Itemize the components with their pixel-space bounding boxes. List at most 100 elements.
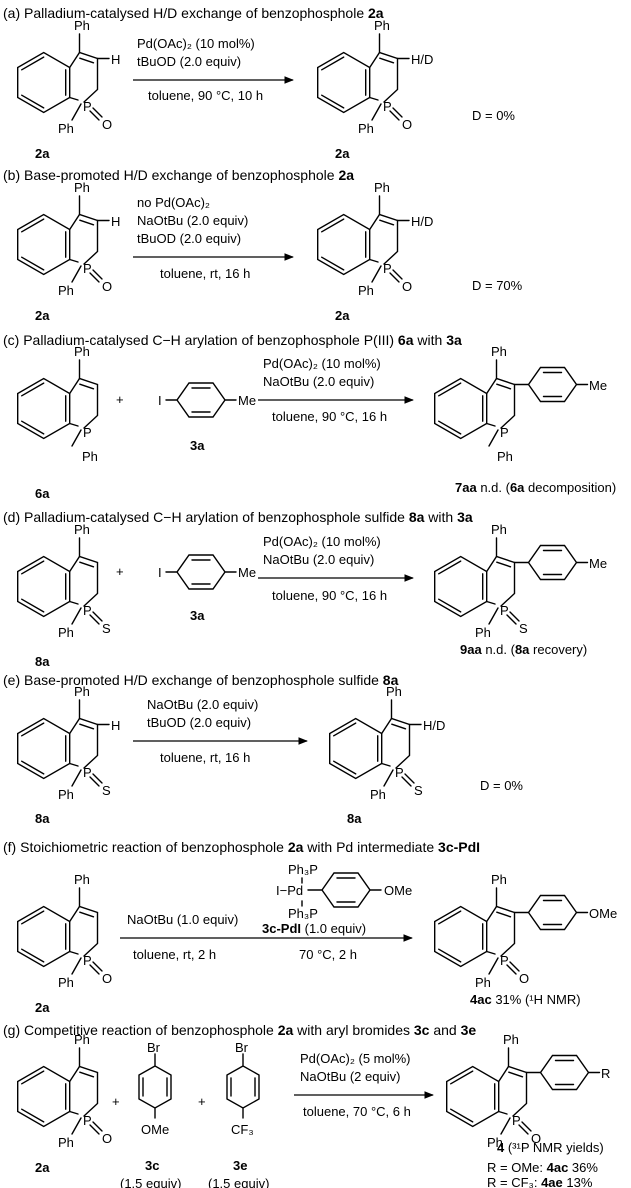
panel-d-product: Ph P S Ph Me bbox=[434, 522, 607, 640]
svg-text:R: R bbox=[601, 1066, 610, 1081]
panel-c-cond-1: Pd(OAc)₂ (10 mol%) bbox=[263, 356, 381, 371]
panel-a-cond-1: Pd(OAc)₂ (10 mol%) bbox=[137, 36, 255, 51]
svg-text:O: O bbox=[102, 971, 112, 986]
svg-text:2a: 2a bbox=[35, 1160, 50, 1175]
panel-f-step2-top: 3c-PdI (1.0 equiv) bbox=[262, 921, 366, 936]
svg-text:O: O bbox=[402, 279, 412, 294]
panel-a-cond-bottom: toluene, 90 °C, 10 h bbox=[148, 88, 263, 103]
svg-text:Ph: Ph bbox=[475, 625, 491, 640]
svg-text:Ph: Ph bbox=[58, 975, 74, 990]
svg-text:(1.5 equiv): (1.5 equiv) bbox=[208, 1176, 269, 1188]
svg-text:Ph: Ph bbox=[374, 180, 390, 195]
svg-text:P: P bbox=[500, 603, 509, 618]
svg-text:S: S bbox=[519, 621, 528, 636]
panel-e-cond-1: NaOtBu (2.0 equiv) bbox=[147, 697, 258, 712]
panel-c-cond-bottom: toluene, 90 °C, 16 h bbox=[272, 409, 387, 424]
panel-f-substrate: Ph P O Ph 2a bbox=[16, 872, 112, 1015]
svg-text:Ph: Ph bbox=[74, 344, 90, 359]
svg-text:Ph: Ph bbox=[74, 872, 90, 887]
svg-text:3a: 3a bbox=[190, 608, 205, 623]
svg-text:2a: 2a bbox=[335, 308, 350, 323]
svg-text:H/D: H/D bbox=[411, 52, 433, 67]
svg-text:2a: 2a bbox=[35, 308, 50, 323]
panel-g-reagent-3e: Br CF₃ 3e (1.5 equiv) bbox=[208, 1040, 269, 1188]
svg-text:3a: 3a bbox=[190, 438, 205, 453]
svg-text:P: P bbox=[83, 765, 92, 780]
svg-text:P: P bbox=[83, 261, 92, 276]
svg-text:Ph: Ph bbox=[358, 283, 374, 298]
svg-text:Ph: Ph bbox=[74, 522, 90, 537]
svg-text:CF₃: CF₃ bbox=[231, 1122, 254, 1137]
svg-text:3c: 3c bbox=[145, 1158, 159, 1173]
svg-text:P: P bbox=[395, 765, 404, 780]
panel-g-reagent-3c: Br OMe 3c (1.5 equiv) bbox=[120, 1040, 181, 1188]
svg-text:S: S bbox=[414, 783, 423, 798]
svg-text:H/D: H/D bbox=[411, 214, 433, 229]
panel-b-substrate: Ph H P O Ph 2a bbox=[16, 180, 120, 323]
panel-e-title: (e) Base-promoted H/D exchange of benzop… bbox=[3, 672, 399, 688]
svg-text:P: P bbox=[83, 425, 92, 440]
svg-text:8a: 8a bbox=[35, 654, 50, 669]
panel-d-cond-1: Pd(OAc)₂ (10 mol%) bbox=[263, 534, 381, 549]
svg-text:Ph₃P: Ph₃P bbox=[288, 862, 318, 877]
svg-text:(1.5 equiv): (1.5 equiv) bbox=[120, 1176, 181, 1188]
svg-text:OMe: OMe bbox=[141, 1122, 169, 1137]
panel-c-product: Ph P Ph Me bbox=[434, 344, 607, 464]
svg-text:3e: 3e bbox=[233, 1158, 247, 1173]
svg-text:Me: Me bbox=[238, 393, 256, 408]
svg-text:Ph: Ph bbox=[370, 787, 386, 802]
svg-text:P: P bbox=[83, 953, 92, 968]
panel-f-pd-complex: Ph₃P I−Pd Ph₃P OMe bbox=[276, 862, 412, 921]
panel-g-yield-2: R = CF₃: 4ae 13% bbox=[487, 1175, 593, 1188]
panel-d-plus: + bbox=[116, 564, 124, 579]
svg-text:I: I bbox=[158, 565, 162, 580]
panel-c-title: (c) Palladium-catalysed C−H arylation of… bbox=[3, 332, 462, 348]
panel-b-cond-1: no Pd(OAc)₂ bbox=[137, 195, 210, 210]
svg-text:Ph: Ph bbox=[58, 787, 74, 802]
svg-text:Ph: Ph bbox=[58, 283, 74, 298]
svg-text:Ph: Ph bbox=[358, 121, 374, 136]
panel-g-cond-1: Pd(OAc)₂ (5 mol%) bbox=[300, 1051, 411, 1066]
svg-text:8a: 8a bbox=[347, 811, 362, 826]
svg-text:Ph: Ph bbox=[58, 121, 74, 136]
svg-text:Me: Me bbox=[589, 378, 607, 393]
svg-text:O: O bbox=[531, 1131, 541, 1146]
svg-text:O: O bbox=[102, 279, 112, 294]
panel-a-product: Ph H/D P O Ph 2a bbox=[317, 18, 433, 161]
panel-d-reagent: I Me 3a bbox=[158, 554, 256, 623]
svg-text:H/D: H/D bbox=[423, 718, 445, 733]
panel-b-title: (b) Base-promoted H/D exchange of benzop… bbox=[3, 167, 354, 183]
panel-g-cond-2: NaOtBu (2 equiv) bbox=[300, 1069, 400, 1084]
svg-text:Ph: Ph bbox=[491, 872, 507, 887]
panel-g-plus-1: + bbox=[112, 1094, 120, 1109]
panel-g-plus-2: + bbox=[198, 1094, 206, 1109]
svg-text:P: P bbox=[383, 99, 392, 114]
svg-text:8a: 8a bbox=[35, 811, 50, 826]
panel-d-outcome: 9aa n.d. (8a recovery) bbox=[460, 642, 587, 657]
svg-text:Br: Br bbox=[235, 1040, 249, 1055]
svg-text:Ph: Ph bbox=[58, 1135, 74, 1150]
svg-text:Ph: Ph bbox=[74, 180, 90, 195]
panel-d-title: (d) Palladium-catalysed C−H arylation of… bbox=[3, 509, 473, 525]
panel-e-substrate: Ph H P S Ph 8a bbox=[16, 684, 120, 826]
panel-e-product: Ph H/D P S Ph 8a bbox=[329, 684, 445, 826]
svg-text:Ph: Ph bbox=[58, 625, 74, 640]
svg-text:Ph: Ph bbox=[74, 684, 90, 699]
panel-a-substrate: Ph H P O Ph 2a bbox=[16, 18, 120, 161]
svg-text:P: P bbox=[83, 1113, 92, 1128]
svg-text:O: O bbox=[402, 117, 412, 132]
svg-text:P: P bbox=[83, 603, 92, 618]
panel-f-step1-top: NaOtBu (1.0 equiv) bbox=[127, 912, 238, 927]
svg-text:Ph: Ph bbox=[487, 1135, 503, 1150]
svg-text:2a: 2a bbox=[35, 1000, 50, 1015]
panel-f-step2-bottom: 70 °C, 2 h bbox=[299, 947, 357, 962]
svg-text:OMe: OMe bbox=[384, 883, 412, 898]
svg-text:2a: 2a bbox=[335, 146, 350, 161]
svg-text:H: H bbox=[111, 214, 120, 229]
panel-c-plus: + bbox=[116, 392, 124, 407]
panel-d-cond-bottom: toluene, 90 °C, 16 h bbox=[272, 588, 387, 603]
panel-b-cond-bottom: toluene, rt, 16 h bbox=[160, 266, 250, 281]
svg-text:O: O bbox=[519, 971, 529, 986]
svg-text:I−Pd: I−Pd bbox=[276, 883, 303, 898]
svg-text:S: S bbox=[102, 783, 111, 798]
